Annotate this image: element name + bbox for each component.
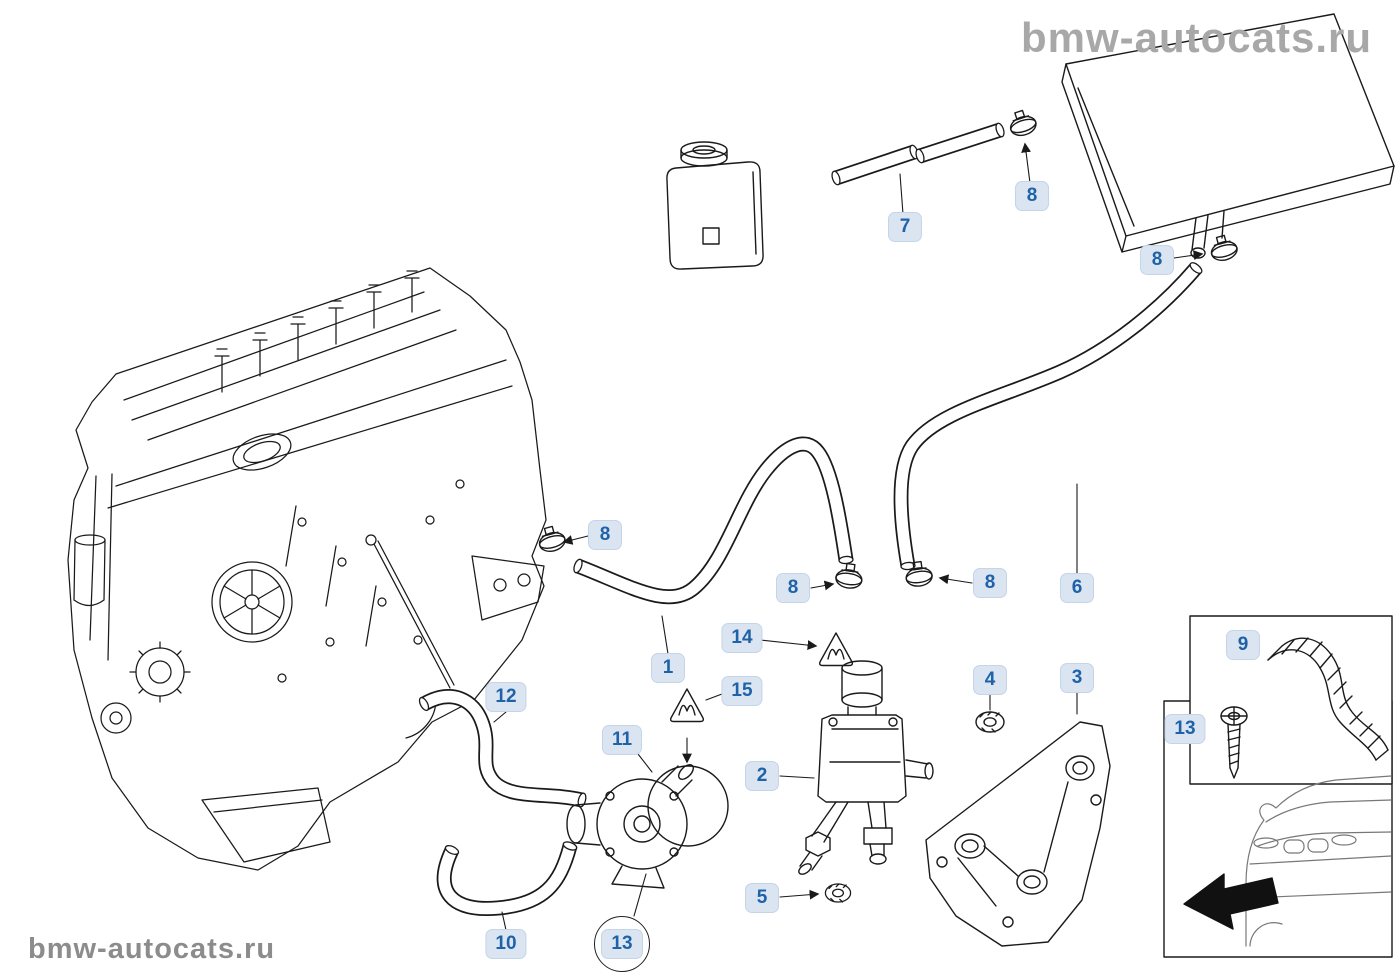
part-label-13-circle: 13 xyxy=(594,916,650,972)
expansion-tank-drawing xyxy=(666,141,764,270)
direction-arrow xyxy=(1183,873,1279,930)
aux-water-pump-drawing xyxy=(566,764,729,889)
part-label-3[interactable]: 3 xyxy=(1060,663,1094,693)
engine-drawing xyxy=(67,267,547,871)
part-label-8-c[interactable]: 8 xyxy=(588,520,622,550)
part-label-10[interactable]: 10 xyxy=(485,929,527,959)
part-label-7[interactable]: 7 xyxy=(888,212,922,242)
part-label-8-e[interactable]: 8 xyxy=(973,568,1007,598)
watermark-top-right: bmw-autocats.ru xyxy=(1020,14,1372,61)
heater-core-drawing xyxy=(1061,13,1395,259)
part-label-13-circled[interactable]: 13 xyxy=(601,929,643,959)
watermark-bottom-left: bmw-autocats.ru xyxy=(28,933,276,965)
part-label-5[interactable]: 5 xyxy=(745,883,779,913)
part-label-14[interactable]: 14 xyxy=(721,623,763,653)
water-valve-drawing xyxy=(798,660,934,875)
part-label-11[interactable]: 11 xyxy=(601,725,643,755)
part-label-9[interactable]: 9 xyxy=(1226,630,1260,660)
part-label-6[interactable]: 6 xyxy=(1060,573,1094,603)
part-label-8-d[interactable]: 8 xyxy=(776,573,810,603)
hoses-drawing xyxy=(418,122,1203,916)
part-label-12[interactable]: 12 xyxy=(485,682,527,712)
part-label-4[interactable]: 4 xyxy=(973,665,1007,695)
part-label-15[interactable]: 15 xyxy=(721,676,763,706)
part-label-2[interactable]: 2 xyxy=(745,761,779,791)
inset-boxes xyxy=(1163,615,1393,958)
part-label-8-b[interactable]: 8 xyxy=(1140,245,1174,275)
part-label-13-inset[interactable]: 13 xyxy=(1164,714,1206,744)
part-label-1[interactable]: 1 xyxy=(651,653,685,683)
bracket-drawing xyxy=(925,721,1111,947)
car-silhouette xyxy=(1245,775,1391,947)
part-9-drawing xyxy=(1267,637,1389,761)
grommets-drawing xyxy=(824,711,1005,903)
leader-lines xyxy=(493,142,1220,931)
screw-drawing xyxy=(1220,706,1248,779)
part-label-8-a[interactable]: 8 xyxy=(1015,181,1049,211)
hose-clamps-drawing xyxy=(535,106,1240,591)
